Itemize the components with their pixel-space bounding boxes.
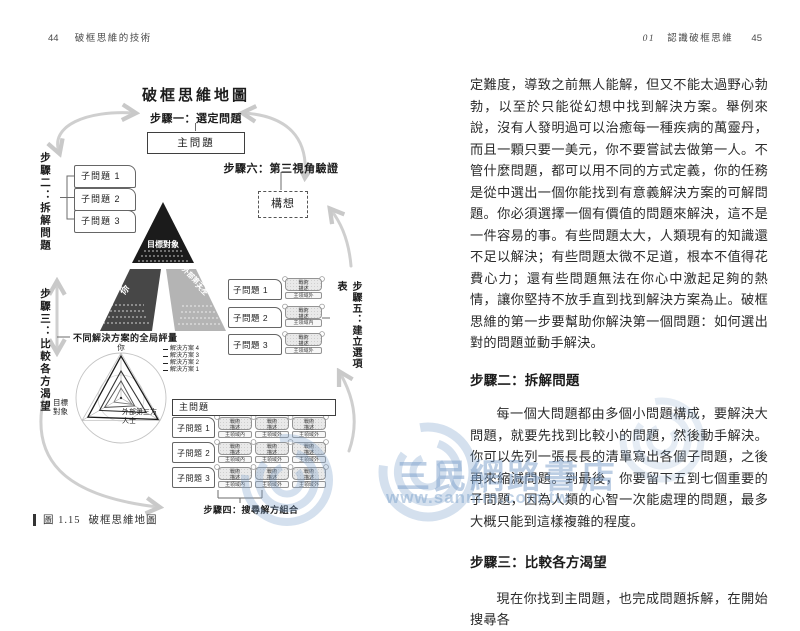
arrow-step5-to-step6 <box>331 210 353 268</box>
options-row3-tactic: 戰術描述 <box>285 333 322 347</box>
arrow-step3-to-step4 <box>39 394 158 507</box>
tactic-line2: 描述 <box>298 313 309 320</box>
step2-label: 步驟二：拆解問題 <box>39 152 51 252</box>
radar-series <box>86 354 160 421</box>
sub-problem-box-2: 子問題 2 <box>74 187 136 211</box>
caption-number: 圖 1.15 <box>43 515 81 526</box>
tactic-line1: 戰術 <box>298 280 309 286</box>
step3-label: 步驟三：比較各方渴望 <box>39 288 51 413</box>
choice-map-header: 主問題 <box>172 399 336 416</box>
sub-problem-box-3: 子問題 3 <box>74 210 136 233</box>
choice-cell-tag: 主領域內 <box>218 480 252 488</box>
legend-marker <box>163 349 168 350</box>
step6-label: 步驟六：第三視角驗證 <box>223 163 339 175</box>
caption-bar <box>33 513 36 526</box>
body-paragraph-1: 定難度，導致之前無人能解，但又不能太過野心勃勃，以至於只能從幻想中找到解決方案。… <box>470 77 768 350</box>
main-problem-box: 主問題 <box>147 132 245 154</box>
tactic-line2: 描述 <box>298 286 309 292</box>
radar-axis-third-party: 外部第三方人士 <box>122 409 157 425</box>
tactic-line1: 戰術 <box>298 307 309 314</box>
legend-item: 解決方案 2 <box>163 360 199 367</box>
options-row2-tactic: 戰術描述 <box>285 305 322 320</box>
choice-cell: 戰術描述 <box>218 417 252 431</box>
stakeholder-pyramid: 目標對象 你 外部第三方 人士 <box>100 202 226 331</box>
choice-cell-tag: 主領域外 <box>292 430 326 438</box>
right-page-body: 定難度，導致之前無人能解，但又不能太過野心勃勃，以至於只能從幻想中找到解決方案。… <box>470 74 768 631</box>
step1-label: 步驟一：選定問題 <box>150 113 242 125</box>
pyramid-placeholder-lines <box>103 250 222 325</box>
choice-cell-tag: 主領域內 <box>218 430 252 438</box>
choice-map-row3-label: 子問題 3 <box>172 467 215 488</box>
legend-marker <box>163 363 168 364</box>
step4-label: 步驟四：搜尋解方組合 <box>203 505 299 515</box>
pyramid-left-segment <box>100 269 161 331</box>
diagram-graphics: 目標對象 你 外部第三方 人士 <box>39 0 356 568</box>
choice-cell: 戰術描述 <box>292 442 326 456</box>
choice-cell-tag: 主領域外 <box>292 480 326 488</box>
choice-cell-tag: 主領域外 <box>255 430 289 438</box>
radar-legend: 解決方案 4 解決方案 3 解決方案 2 解決方案 1 <box>163 346 199 374</box>
tactic-line1: 戰術 <box>298 335 309 341</box>
choice-map-row2-label: 子問題 2 <box>172 442 215 463</box>
arrow-step2-to-step1 <box>58 113 134 152</box>
step5-label: 步驟五：建立選項表 <box>335 281 361 369</box>
idea-box: 構想 <box>258 191 308 218</box>
choice-cell: 戰術描述 <box>255 442 289 456</box>
caption-title: 破框思維地圖 <box>88 515 158 526</box>
legend-label: 解決方案 1 <box>170 367 200 373</box>
choice-cell: 戰術描述 <box>255 417 289 431</box>
chapter-title: 認識破框思維 <box>667 33 734 44</box>
radar-axis-target: 目標對象 <box>53 398 68 417</box>
choice-cell-tag: 主領域外 <box>255 480 289 488</box>
body-paragraph-2: 每一個大問題都由多個小問題構成，要解決大問題，就要先找到比較小的問題，然後動手解… <box>470 406 768 529</box>
sub-problem-box-1: 子問題 1 <box>74 165 136 188</box>
heading-step3: 步驟三：比較各方渴望 <box>470 555 607 570</box>
options-row2-tag: 主領域內 <box>285 319 322 327</box>
left-running-title: 破框思維的技術 <box>74 33 152 44</box>
evaluation-title: 不同解決方案的全局評量 <box>73 333 178 343</box>
choice-cell: 戰術描述 <box>218 442 252 456</box>
choice-cell: 戰術描述 <box>255 467 289 481</box>
pyramid-top-label: 目標對象 <box>147 239 179 249</box>
choice-cell: 戰術描述 <box>218 467 252 481</box>
legend-item: 解決方案 1 <box>163 367 199 374</box>
chapter-number: 01 <box>642 34 656 44</box>
connector-lines <box>57 123 330 503</box>
options-row3-tag: 主領域外 <box>285 346 322 354</box>
figure-caption: 圖 1.15 破框思維地圖 <box>33 512 158 527</box>
legend-label: 解決方案 3 <box>170 353 200 359</box>
legend-label: 解決方案 4 <box>170 346 200 352</box>
options-row1-label: 子問題 1 <box>228 279 282 300</box>
options-row1-tag: 主領域外 <box>285 291 322 299</box>
pyramid-top-segment <box>132 202 194 263</box>
legend-marker <box>163 356 168 357</box>
options-row2-label: 子問題 2 <box>228 306 282 328</box>
body-paragraph-3: 現在你找到主問題，也完成問題拆解，在開始搜尋各 <box>470 590 768 628</box>
legend-item: 解決方案 3 <box>163 353 199 360</box>
legend-marker <box>163 370 168 371</box>
right-page-number: 45 <box>751 33 762 44</box>
legend-label: 解決方案 2 <box>170 360 200 366</box>
options-row1-tactic: 戰術描述 <box>285 278 322 292</box>
options-row3-label: 子問題 3 <box>228 334 282 355</box>
legend-item: 解決方案 4 <box>163 346 199 353</box>
heading-step2: 步驟二：拆解問題 <box>470 372 580 388</box>
choice-cell-tag: 主領域外 <box>255 455 289 463</box>
left-page-number: 44 <box>48 33 59 44</box>
choice-cell-tag: 主領域外 <box>292 455 326 463</box>
choice-cell-tag: 主領域內 <box>218 455 252 463</box>
choice-cell: 戰術描述 <box>292 467 326 481</box>
radar-chart <box>75 352 167 444</box>
pyramid-right-segment <box>166 269 226 331</box>
arrow-step1-to-step6 <box>244 113 305 176</box>
tactic-line2: 描述 <box>298 341 309 347</box>
radar-axis-you: 你 <box>117 343 125 352</box>
choice-map-row1-label: 子問題 1 <box>172 417 215 438</box>
flow-arrows <box>39 113 356 507</box>
choice-cell: 戰術描述 <box>292 417 326 431</box>
left-running-header: 44 破框思維的技術 <box>48 30 152 44</box>
arrow-step4-to-step5 <box>340 373 356 453</box>
map-title: 破框思維地圖 <box>141 87 250 104</box>
right-running-header: 01 認識破框思維 45 <box>643 30 762 44</box>
